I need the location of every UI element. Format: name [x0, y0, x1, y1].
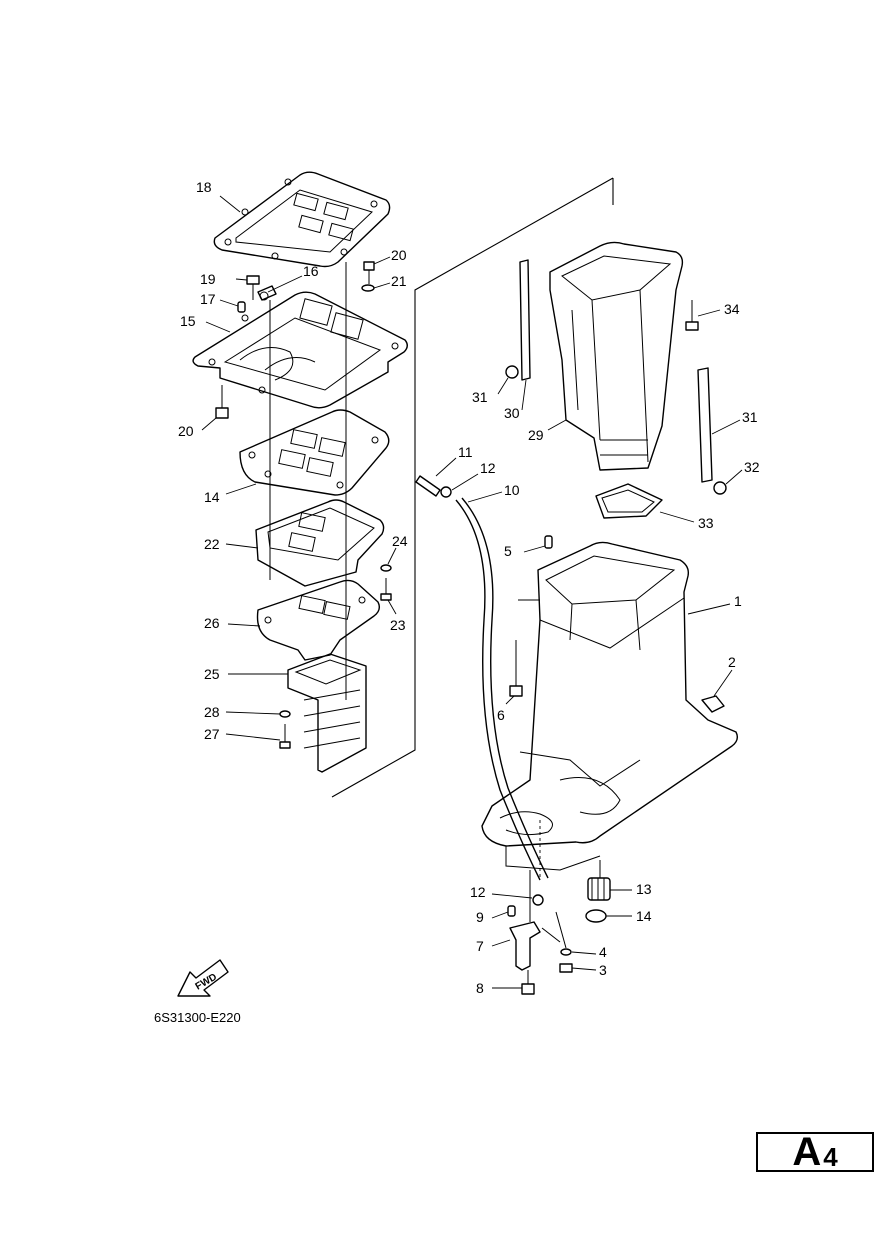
part-4-washer — [560, 948, 572, 956]
part-8-bolt — [521, 970, 535, 995]
part-1-upper-casing — [481, 541, 739, 871]
callout-9: 9 — [476, 909, 484, 925]
part-6-stud-bolt — [509, 640, 523, 697]
part-32-nut-right — [713, 481, 727, 495]
callout-21: 20 — [391, 247, 407, 263]
part-26-exhaust-manifold — [287, 653, 367, 773]
callout-34: 34 — [724, 301, 740, 317]
callout-28: 27 — [204, 726, 220, 742]
callout-2: 2 — [728, 654, 736, 670]
part-33-gasket — [595, 483, 663, 519]
page-letter: A — [792, 1130, 822, 1174]
callout-3: 3 — [599, 962, 607, 978]
part-2-grommet — [701, 695, 725, 713]
part-30-oil-pan — [549, 241, 684, 471]
part-31-gasket-strip-left — [519, 259, 531, 381]
part-29-washer — [279, 710, 291, 718]
part-12-clip-lower — [532, 894, 544, 906]
part-31-gasket-strip-right — [697, 367, 713, 483]
callout-labels: 18 19 16 17 15 20 20 21 14 22 24 23 26 2… — [178, 179, 760, 996]
callout-6: 6 — [497, 707, 505, 723]
callout-1: 1 — [734, 593, 742, 609]
callout-13: 13 — [636, 881, 652, 897]
callout-20-upper: 19 — [200, 271, 216, 287]
callout-12-lower: 12 — [470, 884, 486, 900]
callout-27: 26 — [204, 615, 220, 631]
part-34-bolt — [685, 300, 699, 331]
part-19-top-gasket — [213, 171, 391, 268]
part-10-hose — [455, 497, 549, 881]
part-20-bolt-upper — [246, 275, 260, 300]
callout-7: 7 — [476, 938, 484, 954]
part-28-bolt — [279, 724, 291, 749]
callout-14: 14 — [636, 908, 652, 924]
part-16-exhaust-guide — [192, 291, 408, 409]
callout-23: 22 — [204, 536, 220, 552]
callout-32-right: 32 — [744, 459, 760, 475]
part-3-bolt — [559, 963, 573, 973]
fwd-label: FWD — [194, 972, 219, 993]
part-27-gasket — [256, 579, 381, 661]
callout-11: 11 — [458, 444, 473, 460]
callout-32-left: 31 — [472, 389, 488, 405]
part-5-dowel — [544, 535, 553, 549]
callout-26: 25 — [204, 666, 220, 682]
callout-10: 10 — [504, 482, 520, 498]
part-17-fitting — [257, 285, 277, 301]
part-14-circlip — [585, 909, 607, 923]
left-assembly-frame — [331, 177, 614, 798]
callout-30: 29 — [528, 427, 544, 443]
callout-25: 24 — [392, 533, 408, 549]
callout-22: 21 — [391, 273, 407, 289]
part-12-clip-upper — [440, 486, 452, 498]
callout-12-upper: 12 — [480, 460, 496, 476]
part-24-bolt — [380, 578, 392, 601]
callout-17: 16 — [303, 263, 319, 279]
callout-19: 18 — [196, 179, 212, 195]
part-25-washer — [380, 564, 392, 572]
callout-4: 4 — [599, 944, 607, 960]
part-13-bushing — [587, 877, 611, 901]
callout-33: 33 — [698, 515, 714, 531]
part-32-nut-left — [505, 365, 519, 379]
part-15-gasket — [239, 409, 390, 496]
callout-20-lower: 20 — [178, 423, 194, 439]
callout-24: 23 — [390, 617, 406, 633]
callout-8: 8 — [476, 980, 484, 996]
fwd-arrow-icon: FWD — [177, 959, 229, 997]
part-11-stud — [415, 475, 441, 497]
part-23-plate — [255, 499, 385, 587]
part-18-dowel — [237, 301, 246, 313]
callout-5: 5 — [504, 543, 512, 559]
callout-15: 14 — [204, 489, 220, 505]
part-9-dowel — [507, 905, 516, 917]
callout-29: 28 — [204, 704, 220, 720]
callout-18: 17 — [200, 291, 216, 307]
page-marker: A 4 — [756, 1132, 874, 1172]
page-number: 4 — [823, 1142, 838, 1172]
callout-31-right: 31 — [742, 409, 758, 425]
diagram-code: 6S31300-E220 — [154, 1010, 241, 1025]
part-7-bracket — [509, 921, 541, 971]
part-22-washer — [361, 284, 375, 292]
leader-lines — [201, 195, 743, 989]
part-20-bolt-lower — [215, 385, 229, 419]
part-21-bolt — [363, 261, 375, 284]
callout-31-left: 30 — [504, 405, 520, 421]
callout-16: 15 — [180, 313, 196, 329]
